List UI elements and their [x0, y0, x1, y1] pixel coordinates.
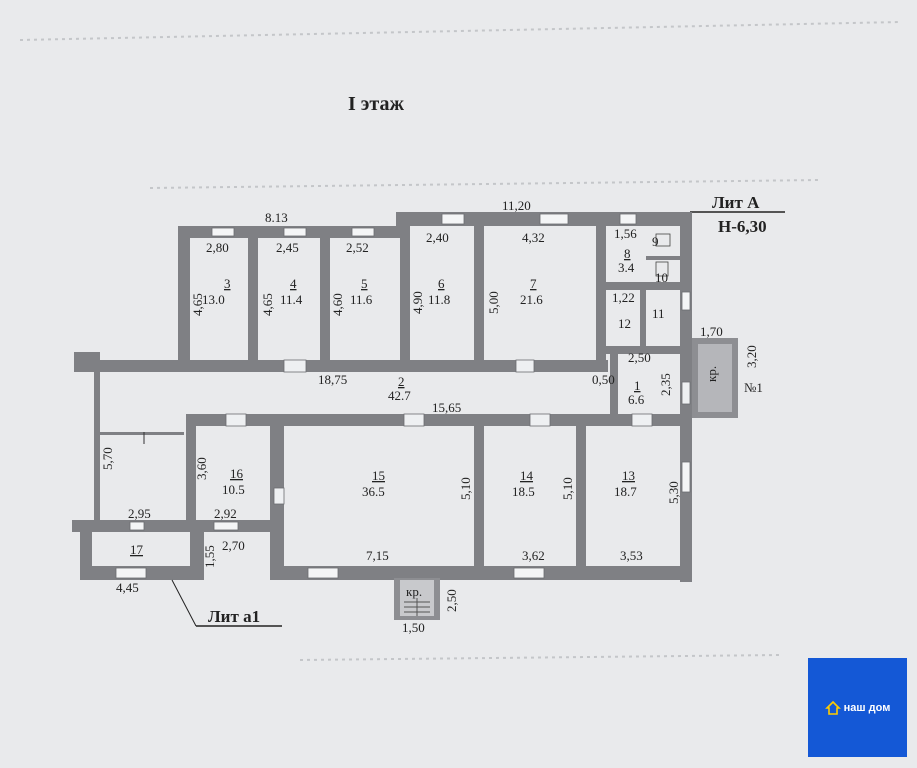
brand-logo: наш дом	[808, 658, 907, 757]
room-6-height: 4,90	[410, 291, 425, 314]
room-4-width: 2,45	[276, 240, 299, 255]
room-14-width: 3,62	[522, 548, 545, 563]
room-5-height: 4,60	[330, 293, 345, 316]
room-3-number: 3	[224, 276, 231, 291]
dim-left-height: 5,70	[100, 447, 115, 470]
room-10-number: 10	[655, 270, 668, 285]
room-5-width: 2,52	[346, 240, 369, 255]
sink-icon	[655, 233, 671, 247]
doors	[225, 359, 691, 505]
room-9-number: 9	[652, 234, 659, 249]
room-14-number: 14	[520, 468, 534, 483]
porch-height: 3,20	[744, 345, 759, 368]
room-11-number: 11	[652, 306, 665, 321]
room-15-width: 7,15	[366, 548, 389, 563]
room-16-area: 10.5	[222, 482, 245, 497]
porch-bottom-width: 1,50	[402, 620, 425, 635]
toilet-icon	[655, 261, 669, 277]
room-5-number: 5	[361, 276, 368, 291]
room-3-height: 4,65	[190, 293, 205, 316]
room-6-number: 6	[438, 276, 445, 291]
room-17-height: 1,55	[202, 545, 217, 568]
porch-width: 1,70	[700, 324, 723, 339]
room-6-area: 11.8	[428, 292, 450, 307]
dim-corr-gap: 0,50	[592, 372, 615, 387]
porch-right-label: кр.	[704, 366, 719, 382]
room-2-area: 42.7	[388, 388, 411, 403]
dim-2-92: 2,92	[214, 506, 237, 521]
room-8-number: 8	[624, 246, 631, 261]
porch-bottom-label: кр.	[406, 584, 422, 599]
dim-corridor-inner: 15,65	[432, 400, 461, 415]
windows	[115, 213, 691, 579]
room-12-width: 1,22	[612, 290, 635, 305]
brand-logo-text: наш дом	[843, 701, 891, 714]
porch-bottom-height: 2,50	[444, 589, 459, 612]
room-2-number: 2	[398, 374, 405, 389]
room-7-number: 7	[530, 276, 537, 291]
room-15-height: 5,10	[458, 477, 473, 500]
dim-2-95: 2,95	[128, 506, 151, 521]
floor-title: I этаж	[348, 93, 404, 115]
room-8-width: 1,56	[614, 226, 637, 241]
room-13-number: 13	[622, 468, 635, 483]
room-13-height: 5,30	[666, 481, 681, 504]
lit-a1-label: Лит а1	[208, 607, 260, 626]
room-8-area: 3.4	[618, 260, 635, 275]
room-14-area: 18.5	[512, 484, 535, 499]
room-15-area: 36.5	[362, 484, 385, 499]
dim-2-70: 2,70	[222, 538, 245, 553]
room-6-width: 2,40	[426, 230, 449, 245]
room-17-width: 4,45	[116, 580, 139, 595]
room-1-number: 1	[634, 378, 641, 393]
room-1-width: 2,50	[628, 350, 651, 365]
room-4-number: 4	[290, 276, 297, 291]
room-13-area: 18.7	[614, 484, 637, 499]
room-3-area: 13.0	[202, 292, 225, 307]
background-marks	[19, 21, 901, 661]
building-walls	[72, 212, 692, 582]
room-4-height: 4,65	[260, 293, 275, 316]
room-1-height: 2,35	[658, 373, 673, 396]
room-7-area: 21.6	[520, 292, 543, 307]
room-7-width: 4,32	[522, 230, 545, 245]
height-label: Н-6,30	[718, 217, 767, 236]
room-2-width: 18,75	[318, 372, 347, 387]
room-3-width: 2,80	[206, 240, 229, 255]
room-5-area: 11.6	[350, 292, 373, 307]
dim-top-right: 11,20	[502, 198, 531, 213]
dim-top-left: 8.13	[265, 210, 288, 225]
room-4-area: 11.4	[280, 292, 303, 307]
room-12-number: 12	[618, 316, 631, 331]
room-1-area: 6.6	[628, 392, 645, 407]
room-7-height: 5,00	[486, 291, 501, 314]
house-icon	[824, 700, 841, 715]
room-17-number: 17	[130, 542, 144, 557]
lit-a-label: Лит А	[712, 193, 760, 212]
room-16-height: 3,60	[194, 457, 209, 480]
porch-number: №1	[744, 380, 763, 395]
room-13-width: 3,53	[620, 548, 643, 563]
room-15-number: 15	[372, 468, 385, 483]
room-16-number: 16	[230, 466, 244, 481]
room-14-height: 5,10	[560, 477, 575, 500]
